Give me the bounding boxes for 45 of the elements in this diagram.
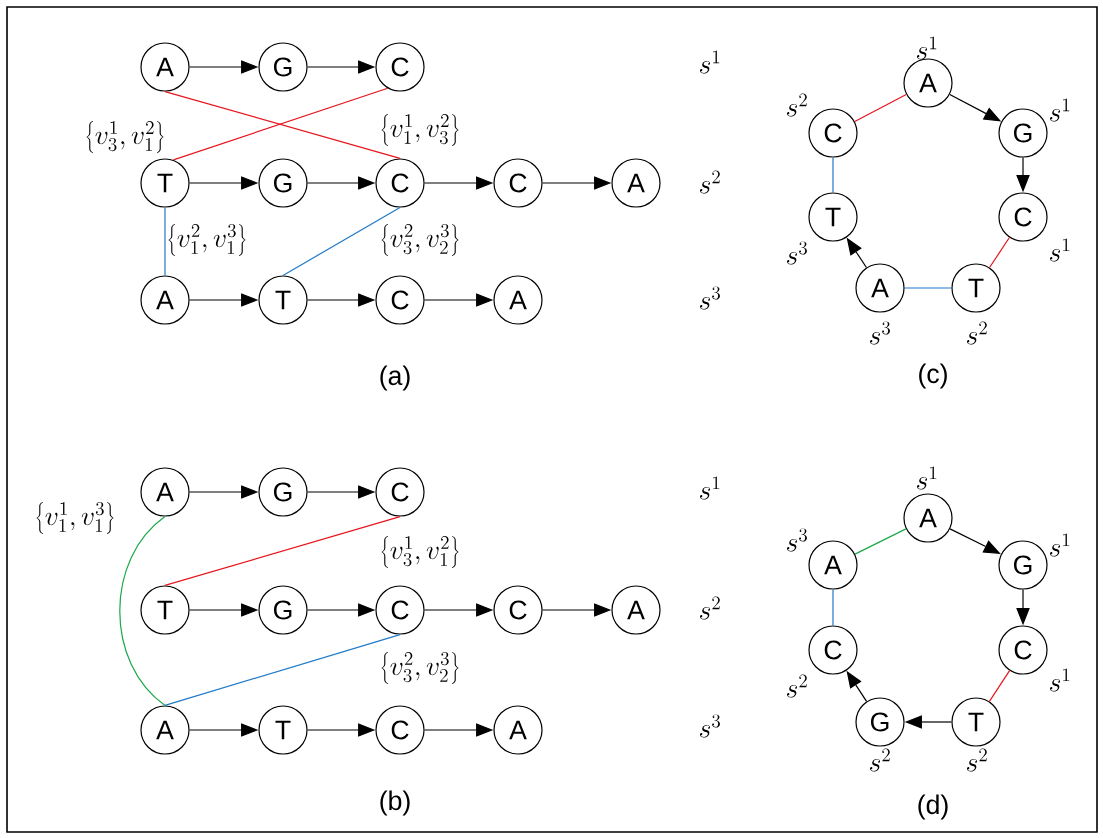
connector-line	[904, 287, 952, 289]
connector-line	[164, 516, 401, 586]
connector-line	[164, 634, 401, 706]
sequence-label: $s^2$	[700, 596, 720, 620]
sequence-label: $s^1$	[1050, 668, 1070, 692]
connector-line	[832, 589, 834, 626]
connector-line	[989, 236, 1011, 269]
panel-caption: (d)	[918, 794, 948, 820]
sequence-label: $s^1$	[700, 50, 720, 74]
sequence-label: $s^3$	[787, 241, 807, 265]
sequence-label: $s^2$	[870, 748, 890, 772]
connector-line	[854, 93, 907, 123]
sequence-label: $s^3$	[700, 286, 720, 310]
sequence-label: $s^1$	[700, 476, 720, 500]
sequence-label: $s^2$	[967, 321, 987, 345]
edge-label: $\left\{v_3^2, v_2^3\right\}$	[381, 224, 459, 256]
sequence-label: $s^1$	[917, 466, 937, 490]
edge-label: $\left\{v_3^1, v_1^2\right\}$	[381, 536, 459, 568]
sequence-label: $s^3$	[787, 528, 807, 552]
connector-line	[164, 207, 166, 276]
sequence-label: $s^1$	[1050, 238, 1070, 262]
edge-label: $\left\{v_1^1, v_3^2\right\}$	[381, 114, 459, 146]
connector-line	[172, 87, 389, 161]
edge-label: $\left\{v_1^1, v_1^3\right\}$	[36, 502, 114, 534]
sequence-label: $s^2$	[787, 674, 807, 698]
sequence-label: $s^2$	[787, 93, 807, 117]
connector-line	[119, 516, 166, 706]
connector-line	[988, 670, 1011, 702]
sequence-label: $s^1$	[1050, 533, 1070, 557]
edge-label: $\left\{v_1^2, v_1^3\right\}$	[168, 224, 246, 256]
panel-caption: (b)	[380, 790, 410, 816]
panel-caption: (a)	[380, 365, 410, 391]
sequence-label: $s^1$	[917, 36, 937, 60]
connector-line	[282, 207, 401, 276]
sequence-label: $s^3$	[700, 714, 720, 738]
sequence-label: $s^2$	[700, 170, 720, 194]
connector-line	[854, 528, 907, 555]
connector-line	[164, 91, 401, 159]
sequence-label: $s^2$	[967, 748, 987, 772]
edge-label: $\left\{v_3^2, v_2^3\right\}$	[381, 652, 459, 684]
edge-label: $\left\{v_3^1, v_1^2\right\}$	[86, 121, 164, 153]
sequence-label: $s^1$	[1050, 98, 1070, 122]
connector-line	[832, 157, 834, 193]
panel-caption: (c)	[919, 363, 947, 389]
sequence-label: $s^3$	[870, 321, 890, 345]
